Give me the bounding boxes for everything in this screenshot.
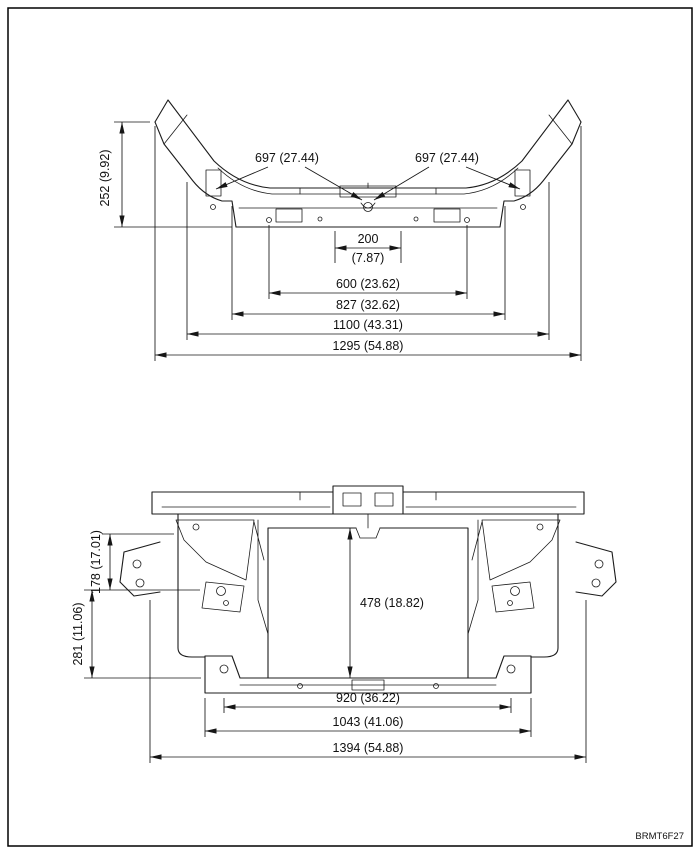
dim-697-left-label: 697 (27.44): [255, 151, 319, 165]
dim-827-extension-lines: [231, 206, 506, 320]
bolt-hole: [297, 683, 303, 689]
bolt-hole: [510, 586, 520, 596]
top-view-lower-edge: [154, 121, 582, 228]
radiator-opening-latch-notch: [355, 527, 381, 539]
dim-1295-label: 1295 (54.88): [333, 339, 404, 353]
bolt-hole: [536, 523, 544, 531]
dim-1100-label: 1100 (43.31): [333, 318, 403, 332]
latch-bracket-detail-left: [342, 492, 362, 507]
dim-1043-label: 1043 (41.06): [333, 715, 404, 729]
bolt-hole: [594, 559, 604, 569]
bolt-hole: [520, 204, 526, 210]
dim-697-left-leader-center: [304, 166, 363, 201]
top-view-dimensions: 252 (9.92) 697 (27.44) 697 (27.44) 200 (…: [98, 121, 582, 361]
dim-827-label: 827 (32.62): [336, 298, 400, 312]
bolt-hole: [507, 600, 513, 606]
side-bracket-left: [205, 169, 222, 197]
front-view-bolt-holes: [132, 523, 604, 689]
dim-178-label: 178 (17.01): [89, 530, 103, 594]
bolt-hole: [433, 683, 439, 689]
dim-1100-group: 1100 (43.31): [186, 182, 550, 340]
dim-281-group: 281 (11.06): [71, 590, 201, 679]
top-view-outer-top-edge: [154, 99, 582, 189]
dim-697-right-label: 697 (27.44): [415, 151, 479, 165]
bolt-hole: [192, 523, 200, 531]
dim-478-group: 478 (18.82): [347, 528, 424, 678]
hood-latch-hook-arc: [360, 202, 376, 209]
dim-252-label: 252 (9.92): [98, 150, 112, 207]
bolt-hole: [266, 217, 272, 223]
bolt-hole: [210, 204, 216, 210]
top-view-detail-lines: [238, 182, 498, 209]
page-border: [7, 7, 693, 847]
mid-bracket-right: [491, 581, 535, 613]
dim-600-label: 600 (23.62): [336, 277, 400, 291]
bolt-hole: [135, 578, 145, 588]
figure-code: BRMT6F27: [635, 831, 684, 842]
bolt-hole: [132, 559, 142, 569]
upper-side-opening-right: [481, 519, 561, 581]
dim-200-label-mm: 200: [358, 232, 379, 246]
dim-1043-group: 1043 (41.06): [204, 698, 532, 737]
mounting-wing-right: [575, 541, 617, 597]
front-view-drawing: [119, 485, 617, 694]
upper-side-opening-left: [175, 519, 255, 581]
dim-600-extension-lines: [268, 225, 468, 299]
dim-1295-extension-lines: [154, 126, 582, 361]
dim-478-label: 478 (18.82): [360, 596, 424, 610]
hood-latch-bracket: [339, 185, 397, 198]
bolt-hole: [223, 600, 229, 606]
dim-178-group: 178 (17.01): [84, 530, 200, 594]
lower-center-bracket: [351, 679, 385, 691]
bolt-hole: [591, 578, 601, 588]
tray-bracket-left: [275, 208, 303, 223]
hood-latch-support-bracket: [332, 485, 404, 515]
dim-920-group: 920 (36.22): [223, 691, 512, 713]
bolt-hole: [317, 216, 323, 222]
tray-bracket-right: [433, 208, 461, 223]
dim-1394-label: 1394 (54.88): [333, 741, 404, 755]
front-view-upper-crossmember-details: [161, 491, 577, 508]
dim-697-right-leader-outer: [465, 166, 521, 190]
top-view-front-flange: [217, 167, 519, 195]
bolt-hole: [219, 664, 229, 674]
dim-178-extension-lines: [84, 533, 200, 591]
dim-252-group: 252 (9.92): [98, 121, 232, 228]
dim-1100-extension-lines: [186, 182, 550, 340]
dim-1394-group: 1394 (54.88): [149, 600, 587, 763]
dim-697-right-group: 697 (27.44): [373, 151, 521, 201]
dim-252-extension-lines: [114, 121, 232, 228]
dim-920-label: 920 (36.22): [336, 691, 400, 705]
dim-697-left-leader-outer: [215, 166, 269, 190]
bolt-hole: [464, 217, 470, 223]
front-view-dimensions: 178 (17.01) 281 (11.06) 478 (18.82) 920 …: [71, 528, 587, 763]
top-view-tip-inner-edges: [163, 114, 573, 145]
side-bracket-right: [514, 169, 531, 197]
top-view-bolt-holes: [210, 204, 526, 223]
dim-200-label-in: (7.87): [352, 251, 385, 265]
bolt-hole: [413, 216, 419, 222]
lower-crossmember: [204, 655, 532, 694]
dim-1394-extension-lines: [149, 600, 587, 763]
front-view-side-members: [177, 513, 559, 658]
dim-697-left-group: 697 (27.44): [215, 151, 363, 201]
dim-200-group: 200 (7.87): [334, 231, 402, 265]
dim-827-group: 827 (32.62): [231, 206, 506, 320]
latch-bracket-detail-right: [374, 492, 394, 507]
mid-bracket-left: [201, 581, 245, 613]
dim-600-group: 600 (23.62): [268, 225, 468, 299]
dim-281-label: 281 (11.06): [71, 602, 85, 665]
bolt-hole: [506, 664, 516, 674]
top-view-drawing: [154, 99, 582, 228]
dim-1295-group: 1295 (54.88): [154, 126, 582, 361]
front-view-inner-members: [253, 513, 483, 635]
mounting-wing-left: [119, 541, 161, 597]
bolt-hole: [216, 586, 226, 596]
dim-697-right-leader-center: [373, 166, 430, 201]
hood-latch-hook: [363, 202, 373, 212]
